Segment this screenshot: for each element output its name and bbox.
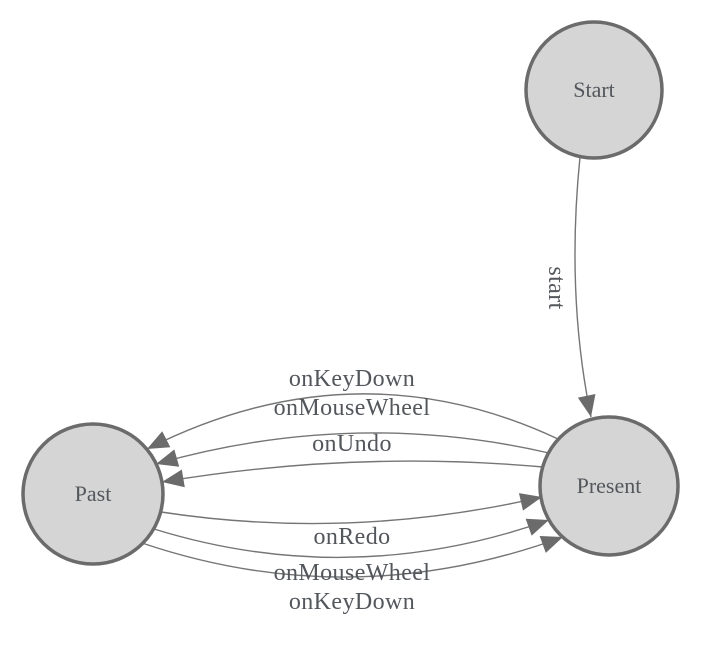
edges-layer xyxy=(141,156,596,578)
transition-label-start-to-present: start xyxy=(543,266,569,309)
state-node-present[interactable]: Present xyxy=(538,415,680,557)
transition-edge-present-to-past-onkeydown[interactable] xyxy=(146,393,559,450)
state-circle-start[interactable] xyxy=(524,20,664,160)
transition-edge-past-to-present-onredo[interactable] xyxy=(160,493,543,525)
state-circle-past[interactable] xyxy=(21,422,165,566)
transition-label-past-to-present-onmousewheel: onMouseWheel xyxy=(274,560,431,586)
transition-edge-past-to-present-onkeydown[interactable] xyxy=(141,535,564,578)
transition-label-past-to-present-onredo: onRedo xyxy=(313,524,390,550)
transition-label-past-to-present-onkeydown: onKeyDown xyxy=(289,589,415,615)
transition-edge-present-to-past-onmousewheel[interactable] xyxy=(155,432,550,467)
transition-edge-present-to-past-onundo[interactable] xyxy=(161,460,544,488)
transition-edge-start-to-present[interactable] xyxy=(574,156,596,418)
state-node-past[interactable]: Past xyxy=(21,422,165,566)
transition-edge-past-to-present-onmousewheel[interactable] xyxy=(153,518,550,559)
state-circle-present[interactable] xyxy=(538,415,680,557)
edge-labels-layer: startonKeyDownonMouseWheelonUndoonRedoon… xyxy=(274,266,569,615)
state-node-start[interactable]: Start xyxy=(524,20,664,160)
transition-label-present-to-past-onkeydown: onKeyDown xyxy=(289,366,415,392)
